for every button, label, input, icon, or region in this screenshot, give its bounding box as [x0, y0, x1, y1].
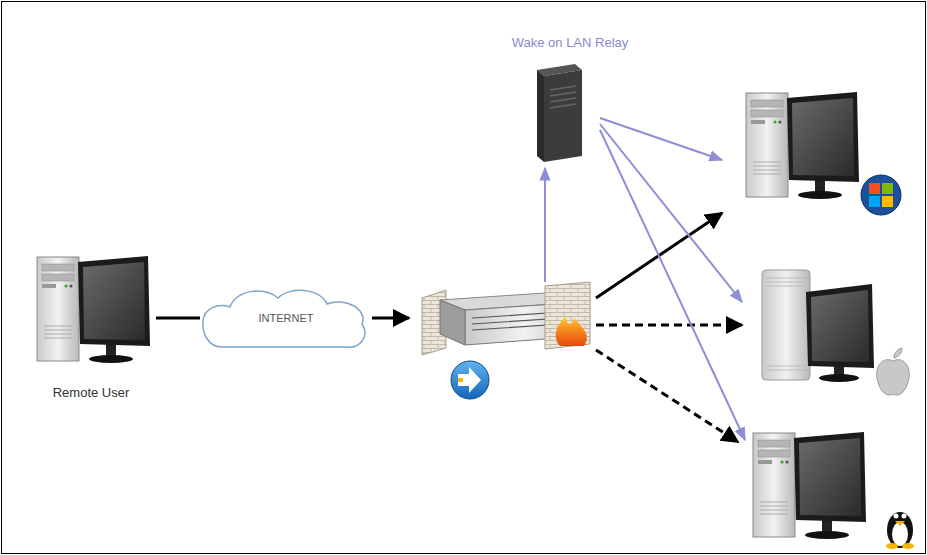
cloud-shape — [203, 290, 365, 347]
windows-logo-part — [869, 183, 880, 194]
tux-logo-part — [895, 521, 905, 526]
windows-logo — [861, 175, 901, 215]
mac-computer-part — [811, 290, 869, 362]
apple-logo-part — [877, 360, 910, 395]
apple-logo-part — [894, 348, 902, 358]
tux-logo-part — [886, 543, 898, 549]
mac-computer-part — [806, 284, 874, 368]
relay-server-part — [544, 70, 582, 162]
arrows-part — [600, 124, 742, 302]
mac-computer-part — [819, 374, 859, 382]
windows-logo-part — [882, 196, 893, 207]
arrows-part — [600, 118, 722, 160]
arrows-part — [596, 324, 742, 327]
firewall-part — [556, 316, 587, 346]
mac-computer-part — [766, 278, 806, 370]
mac-computer — [762, 270, 874, 382]
linux-computer — [753, 432, 866, 539]
tux-logo-part — [902, 543, 914, 549]
relay-server-part — [537, 70, 544, 162]
arrows — [372, 118, 745, 442]
arrows-part — [600, 130, 745, 440]
arrows-part — [544, 168, 546, 282]
tux-logo-part — [887, 512, 913, 548]
tux-logo-part — [892, 522, 908, 546]
arrows-part — [596, 350, 738, 442]
remote-user: Remote User — [26, 250, 156, 400]
connector-line — [156, 317, 200, 320]
vpn-icon-part — [458, 367, 481, 393]
internet-cloud: INTERNET — [200, 283, 372, 353]
windows-computer — [746, 92, 859, 199]
relay-server-part — [550, 86, 576, 108]
vpn-icon-part — [451, 361, 489, 399]
remote-computer — [37, 256, 150, 363]
mac-computer-part — [762, 270, 810, 380]
node-label: INTERNET — [259, 312, 314, 324]
arrows-part — [372, 317, 409, 320]
vpn-icon-part — [458, 378, 463, 382]
node-label: Remote User — [53, 385, 130, 400]
windows-logo-part — [882, 183, 893, 194]
vpn-icon — [451, 361, 489, 399]
windows-logo-part — [869, 196, 880, 207]
tux-logo — [886, 512, 914, 549]
windows-logo-part — [861, 175, 901, 215]
firewall-part — [545, 282, 590, 349]
relay-server — [537, 64, 582, 162]
tux-logo-part — [894, 514, 899, 519]
relay-label: Wake on LAN Relay — [480, 30, 660, 54]
node-label: Wake on LAN Relay — [512, 35, 629, 50]
firewall-part — [440, 300, 465, 345]
firewall — [422, 282, 590, 355]
apple-logo — [877, 348, 910, 395]
tux-logo-part — [902, 514, 907, 519]
